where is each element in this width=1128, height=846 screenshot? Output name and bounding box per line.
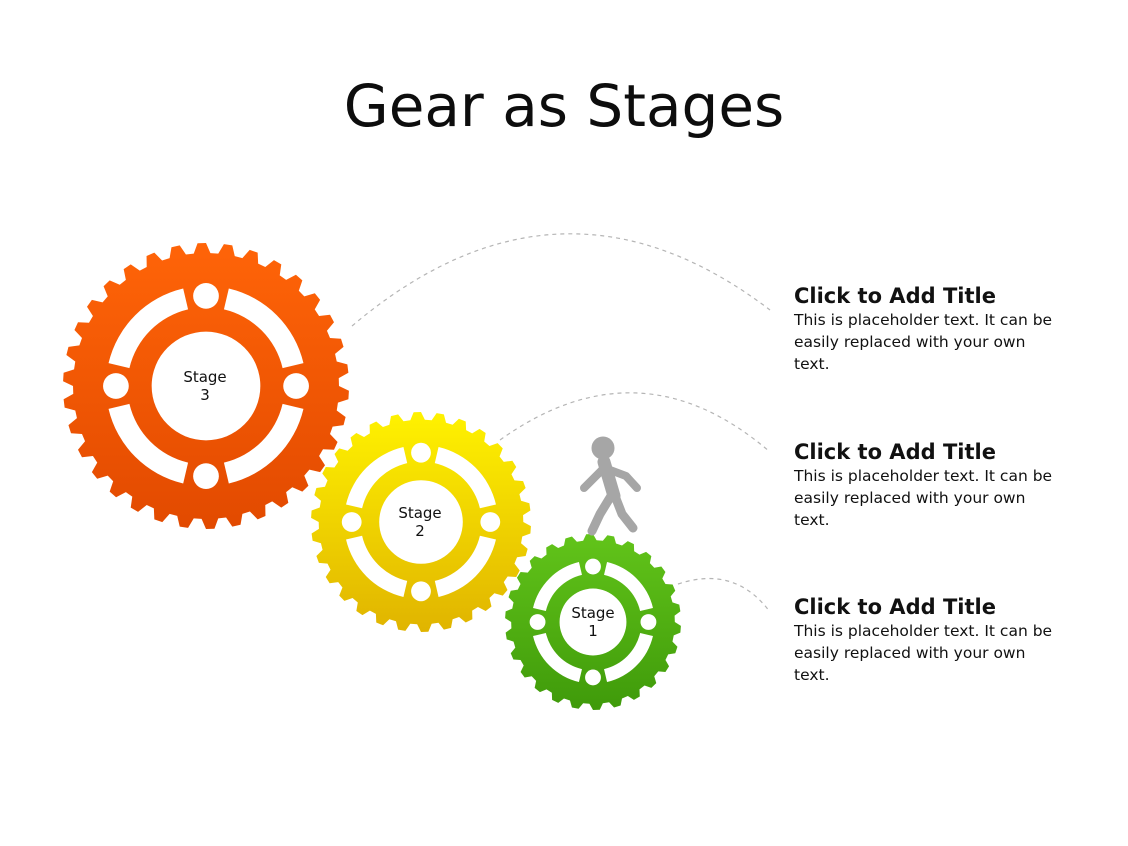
gear-stage-2[interactable] [311,412,531,632]
walker-leg-back [587,491,616,536]
gear-stage-2-slot [346,447,408,509]
gear-stage-1-hole [585,558,601,575]
gear-stage-1-slot [604,562,653,611]
gear-stage-1-hub [559,588,627,656]
text-block-body-line[interactable]: easily replaced with your own [794,333,1026,351]
gear-label-stage-3-number: 3 [200,386,210,404]
walking-person-icon [580,436,641,536]
connector-stage-2 [499,392,771,453]
gear-stage-3-hole [193,283,219,309]
text-block-stage-3[interactable]: Click to Add Title This is placeholder t… [794,283,1064,375]
walker-leg-front [610,491,638,533]
gear-stage-3-hub [151,331,261,441]
gear-stage-1[interactable] [505,534,681,710]
text-block-body-line[interactable]: text. [794,666,830,684]
text-block-body-line[interactable]: This is placeholder text. It can be [794,311,1053,329]
connector-stage-1 [677,577,771,613]
text-block-body-line[interactable]: text. [794,355,830,373]
gear-stage-3-hole [283,373,309,399]
text-block-body-line[interactable]: This is placeholder text. It can be [794,622,1053,640]
gear-label-stage-3: Stage 3 [165,368,245,404]
gear-stage-3-slot [108,288,189,369]
gear-stage-2-hub [379,480,463,564]
gear-stage-2-slot [346,535,408,597]
gear-stage-2-hole [411,442,431,463]
gear-stage-3-hole [193,463,219,489]
gear-label-stage-1: Stage 1 [553,604,633,640]
gear-stage-2-slot [434,535,496,597]
gear-stage-3-hole [103,373,129,399]
text-block-title[interactable]: Click to Add Title [794,440,996,464]
gear-stage-3-slot [108,403,189,484]
gear-label-stage-2-word: Stage [398,504,442,522]
gear-label-stage-2: Stage 2 [380,504,460,540]
gear-stage-3[interactable] [63,243,349,529]
gear-stage-2-hole [341,512,362,532]
walker-arm-front [606,466,641,492]
text-block-stage-1[interactable]: Click to Add Title This is placeholder t… [794,594,1064,686]
walker-arm-back [580,464,608,492]
gear-stage-1-slot [533,562,582,611]
connector-stage-3 [351,233,771,327]
text-block-title[interactable]: Click to Add Title [794,595,996,619]
slide-title[interactable]: Gear as Stages [343,72,785,140]
gear-stage-1-hole [585,669,601,686]
gear-stage-3-slot [223,403,304,484]
text-block-body-line[interactable]: text. [794,511,830,529]
text-block-title[interactable]: Click to Add Title [794,284,996,308]
gear-label-stage-1-word: Stage [571,604,615,622]
text-block-stage-2[interactable]: Click to Add Title This is placeholder t… [794,439,1064,531]
gear-stage-1-slot [604,633,653,682]
text-block-body-line[interactable]: easily replaced with your own [794,489,1026,507]
gear-stage-3-slot [223,288,304,369]
gear-stage-2-hole [411,581,431,602]
gear-stage-2-hole [480,512,501,532]
text-block-body-line[interactable]: This is placeholder text. It can be [794,467,1053,485]
gear-stage-1-hole [640,614,657,630]
gear-stage-2-slot [434,447,496,509]
gear-label-stage-2-number: 2 [415,522,425,540]
gear-stage-1-hole [529,614,546,630]
text-block-body-line[interactable]: easily replaced with your own [794,644,1026,662]
gear-label-stage-1-number: 1 [588,622,598,640]
connectors [351,233,771,613]
gear-stage-1-slot [533,633,582,682]
gear-label-stage-3-word: Stage [183,368,227,386]
